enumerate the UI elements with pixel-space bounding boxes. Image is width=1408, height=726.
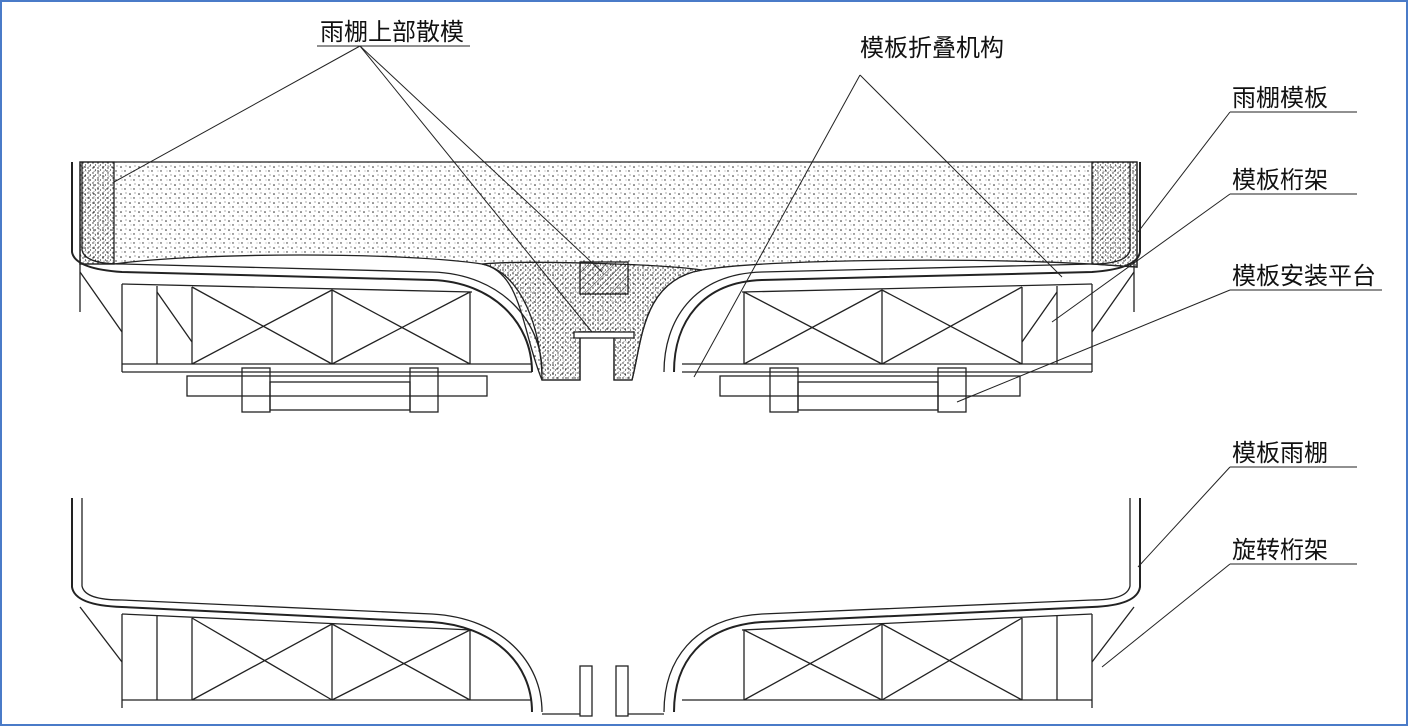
canopy-formwork-right — [673, 162, 1141, 373]
beam-clamp — [573, 331, 635, 339]
rotating-truss-right — [682, 606, 1135, 708]
truss-right — [682, 262, 1135, 373]
folded-formwork-left — [71, 498, 533, 713]
labels: 雨棚上部散模 模板折叠机构 雨棚模板 模板桁架 模板安装平台 模板雨棚 旋转桁架 — [320, 18, 1376, 564]
install-platform-right — [719, 367, 1021, 413]
rotating-truss-left — [79, 606, 532, 708]
canopy-formwork-right-inner — [663, 162, 1131, 373]
concrete-edge-left — [79, 161, 115, 265]
label-rotating-truss: 旋转桁架 — [1232, 536, 1328, 564]
label-formwork-folding-mechanism: 模板折叠机构 — [860, 34, 1004, 62]
install-platform-left — [186, 367, 488, 413]
bottom-assembly — [71, 498, 1141, 717]
label-canopy-formwork: 雨棚模板 — [1232, 84, 1328, 112]
truss-left — [79, 262, 532, 373]
top-assembly — [71, 161, 1141, 413]
label-canopy-top-loose-form: 雨棚上部散模 — [320, 18, 464, 46]
folded-formwork-right-inner — [663, 498, 1131, 713]
folded-formwork-left-inner — [81, 498, 543, 713]
leader-lines — [113, 45, 1382, 668]
concrete-edge-right — [1091, 161, 1138, 268]
folded-formwork-right — [673, 498, 1141, 713]
canopy-formwork-left — [71, 162, 533, 373]
hatched-block — [579, 261, 629, 295]
label-formwork-canopy: 模板雨棚 — [1232, 439, 1328, 467]
canopy-formwork-left-inner — [81, 162, 543, 373]
label-formwork-install-platform: 模板安装平台 — [1232, 262, 1376, 290]
label-formwork-truss: 模板桁架 — [1232, 166, 1328, 194]
